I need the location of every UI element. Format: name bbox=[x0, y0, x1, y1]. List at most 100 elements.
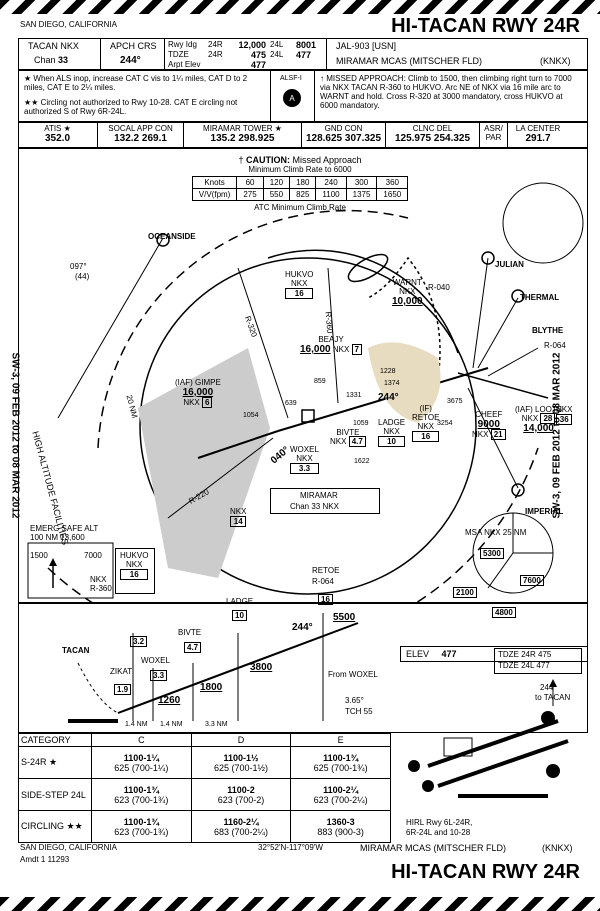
airport-ident: (KNKX) bbox=[540, 56, 571, 66]
msa-sector-1: 5300 bbox=[480, 548, 504, 559]
spot-1054: 1054 bbox=[243, 412, 259, 419]
profile-tch: TCH 55 bbox=[345, 707, 373, 716]
airport-name: MIRAMAR MCAS (MITSCHER FLD) bbox=[336, 56, 482, 66]
miramar-navaid-chan: Chan 33 NKX bbox=[290, 502, 339, 511]
footer-ident: (KNKX) bbox=[542, 843, 573, 853]
header-location: SAN DIEGO, CALIFORNIA bbox=[20, 20, 117, 29]
papi-icon bbox=[408, 760, 420, 772]
final-approach-extension bbox=[197, 430, 279, 459]
divider bbox=[326, 38, 327, 70]
spot-3675: 3675 bbox=[447, 398, 463, 405]
spot-1622: 1622 bbox=[354, 458, 370, 465]
range-ring-20nm bbox=[139, 257, 477, 595]
airport-dir: 244° bbox=[540, 683, 557, 692]
divider bbox=[164, 38, 165, 70]
missed-approach-text: ↑ MISSED APPROACH: Climb to 1500, then c… bbox=[320, 74, 572, 110]
final-approach-course bbox=[277, 367, 489, 432]
msa-divider bbox=[487, 552, 514, 589]
profile-seg2: 1.4 NM bbox=[160, 721, 183, 728]
airport-hirl: HIRL Rwy 6L-24R, bbox=[406, 818, 473, 827]
high-alt-boundary-arc bbox=[97, 209, 409, 449]
profile-drawing bbox=[68, 613, 359, 723]
profile-gs-angle: 3.65° bbox=[345, 696, 364, 705]
profile-from-woxel: From WOXEL bbox=[328, 670, 378, 679]
profile-ladge: LADGE bbox=[226, 597, 254, 606]
papi-icon-2 bbox=[422, 780, 434, 792]
profile-alt-1260: 1260 bbox=[158, 695, 181, 706]
msa-sector-3: 4800 bbox=[492, 607, 516, 618]
profile-alt-1800: 1800 bbox=[200, 682, 223, 693]
profile-bivte: BIVTE bbox=[178, 628, 202, 637]
plan-view-drawing bbox=[27, 182, 584, 603]
profile-view bbox=[18, 603, 588, 733]
course-44-label: (44) bbox=[75, 272, 90, 281]
profile-tacan: TACAN bbox=[62, 646, 90, 655]
profile-seg3: 3.3 NM bbox=[205, 721, 228, 728]
note-als: ★ When ALS inop, increase CAT C vis to 1… bbox=[24, 74, 248, 92]
oceanside-label: OCEANSIDE bbox=[148, 232, 196, 241]
profile-dme-bivte: 4.7 bbox=[184, 642, 202, 653]
apch-crs-label: APCH CRS bbox=[110, 41, 157, 51]
footer-location: SAN DIEGO, CALIFORNIA bbox=[20, 843, 117, 852]
profile-seg1: 1.4 NM bbox=[125, 721, 148, 728]
imperial-navaid-icon bbox=[511, 483, 525, 497]
footer-amdt: Amdt 1 11293 bbox=[20, 855, 70, 864]
profile-course: 244° bbox=[292, 622, 313, 633]
spot-639: 639 bbox=[285, 400, 297, 407]
footer-title: HI-TACAN RWY 24R bbox=[391, 861, 580, 883]
thermal-navaid-icon bbox=[511, 289, 525, 303]
comm-value: 352.0 bbox=[44, 133, 71, 144]
hold-alt-7000: 7000 bbox=[84, 551, 102, 560]
hold-alt-1500: 1500 bbox=[30, 551, 48, 560]
alsf-icon: A bbox=[283, 89, 301, 107]
julian-line bbox=[472, 257, 489, 369]
radial-r040-label: R-040 bbox=[428, 283, 450, 292]
note-circling: ★★ Circling not authorized to Rwy 10-28.… bbox=[24, 98, 238, 116]
tdze-24r: TDZE 24R 475 bbox=[498, 650, 552, 659]
dme-arc-16 bbox=[267, 249, 459, 354]
hold-hukvo-box bbox=[115, 548, 155, 594]
radial-r360 bbox=[327, 267, 339, 404]
elev: ELEV 477 bbox=[406, 649, 457, 659]
miramar-navaid-box bbox=[270, 488, 380, 514]
spot-3254: 3254 bbox=[437, 420, 453, 427]
msa-sector-4: 2100 bbox=[453, 587, 477, 598]
spot-859: 859 bbox=[314, 378, 326, 385]
comm-value: 128.625 307.325 bbox=[305, 133, 382, 144]
plan-view bbox=[18, 148, 588, 603]
divider bbox=[100, 38, 101, 70]
julian-navaid-icon bbox=[481, 251, 495, 265]
runway-6l-24r bbox=[427, 719, 559, 768]
profile-dme-retoe: 16 bbox=[318, 594, 333, 605]
runway-6r-24l bbox=[437, 739, 569, 788]
msa-title: MSA NKX 25 NM bbox=[465, 528, 527, 537]
profile-dme-1-9: 1.9 bbox=[114, 684, 132, 695]
footer-coords: 32°52'N-117°09'W bbox=[258, 843, 323, 852]
comm-label: MIRAMAR TOWER ★ bbox=[203, 124, 282, 133]
profile-woxel: WOXEL bbox=[141, 656, 170, 665]
als-a1-icon-2 bbox=[546, 764, 560, 778]
briefing-strip bbox=[18, 38, 588, 70]
radial-r064-label: R-064 bbox=[544, 341, 566, 350]
comm-value: 291.7 bbox=[525, 133, 551, 144]
missed-approach-inset bbox=[502, 182, 584, 264]
imperial-label: IMPERIAL bbox=[525, 507, 564, 516]
profile-alt-3800: 3800 bbox=[250, 662, 273, 673]
tdze-24l: TDZE 24L 477 bbox=[498, 661, 550, 670]
course-244-label: 244° bbox=[378, 392, 399, 403]
